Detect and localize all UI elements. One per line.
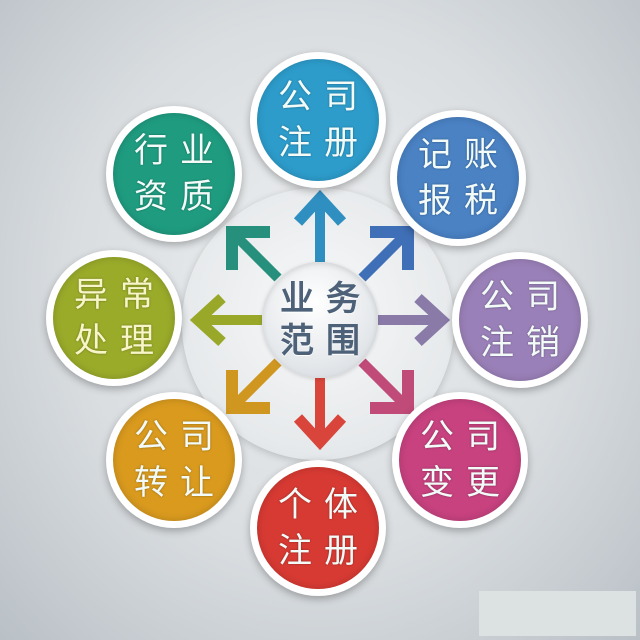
node-industry-qualification[interactable]: 行业 资质	[106, 106, 242, 242]
node-individual-registration[interactable]: 个体 注册	[250, 460, 386, 596]
node-exception-handling[interactable]: 异常 处理	[46, 250, 182, 386]
node-bookkeeping-tax-disc: 记账 报税	[397, 117, 519, 239]
node-exception-handling-disc: 异常 处理	[53, 257, 175, 379]
watermark-patch	[479, 591, 636, 636]
node-company-change-disc: 公司 变更	[399, 399, 521, 521]
node-label-line1: 公司	[480, 277, 572, 317]
hub-title-line2: 范围	[280, 321, 372, 361]
arrow-down-right-icon	[358, 358, 414, 414]
arrow-down-left-icon	[226, 358, 282, 414]
node-label-line1: 行业	[134, 131, 226, 171]
node-company-registration-disc: 公司 注册	[257, 59, 379, 181]
node-label-line2: 注册	[278, 123, 370, 163]
node-label-line1: 记账	[418, 135, 510, 175]
arrow-left-icon	[189, 293, 262, 347]
node-company-registration[interactable]: 公司 注册	[250, 52, 386, 188]
arrow-right-icon	[378, 293, 451, 347]
node-company-cancellation[interactable]: 公司 注销	[452, 252, 588, 388]
arrow-down-icon	[293, 378, 347, 451]
arrow-up-left-icon	[226, 226, 282, 282]
node-label-line2: 变更	[420, 463, 512, 503]
node-label-line2: 注销	[480, 323, 572, 363]
node-company-cancellation-disc: 公司 注销	[459, 259, 581, 381]
node-company-transfer[interactable]: 公司 转让	[106, 392, 242, 528]
node-bookkeeping-tax[interactable]: 记账 报税	[390, 110, 526, 246]
node-label-line1: 公司	[278, 77, 370, 117]
node-label-line2: 报税	[418, 181, 510, 221]
node-label-line2: 注册	[278, 531, 370, 571]
node-label-line1: 公司	[134, 417, 226, 457]
hub-business-scope: 业务 范围	[262, 262, 378, 378]
node-label-line2: 资质	[134, 177, 226, 217]
node-individual-registration-disc: 个体 注册	[257, 467, 379, 589]
hub-title-line1: 业务	[280, 279, 372, 319]
arrow-up-icon	[293, 189, 347, 262]
node-company-transfer-disc: 公司 转让	[113, 399, 235, 521]
node-label-line2: 转让	[134, 463, 226, 503]
node-label-line1: 异常	[74, 275, 166, 315]
arrow-up-right-icon	[358, 226, 414, 282]
node-label-line1: 个体	[278, 485, 370, 525]
node-industry-qualification-disc: 行业 资质	[113, 113, 235, 235]
node-label-line2: 处理	[74, 321, 166, 361]
node-label-line1: 公司	[420, 417, 512, 457]
node-company-change[interactable]: 公司 变更	[392, 392, 528, 528]
